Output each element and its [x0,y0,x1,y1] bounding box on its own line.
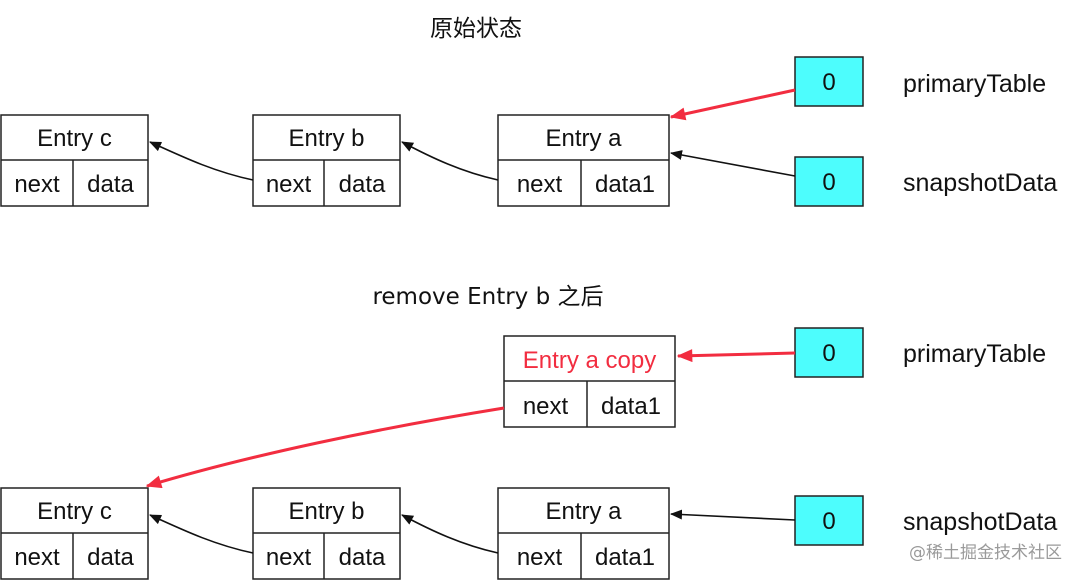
snapshot-data-label-original: snapshotData [903,169,1057,197]
entry-title: Entry b [288,125,364,152]
entry-title: Entry c [37,125,112,152]
pointer-value: 0 [822,340,835,367]
arrow-primary-to-entry-a-original [669,88,796,121]
primary-table-pointer-after: 0 [794,327,864,378]
entry-data-cell: data [339,171,386,198]
entry-next-cell: next [517,544,563,571]
entry-node-a-copy: Entry a copy next data1 [503,335,676,428]
entry-next-cell: next [523,393,569,420]
arrow-entry-a-copy-to-entry-c [145,406,505,489]
entry-node-a-original: Entry a next data1 [497,114,670,207]
entry-next-cell: next [517,171,563,198]
entry-title: Entry a [545,498,622,525]
entry-next-cell: next [266,544,312,571]
entry-title: Entry c [37,498,112,525]
entry-data-cell: data [87,171,134,198]
entry-data-cell: data1 [601,393,661,420]
entry-next-cell: next [266,171,312,198]
arrow-a-to-b-original [401,141,499,181]
arrow-a-to-b-after [401,514,499,554]
entry-data-cell: data1 [595,544,655,571]
primary-table-label-original: primaryTable [903,70,1046,98]
entry-node-b-after: Entry b next data [252,487,401,580]
entry-data-cell: data1 [595,171,655,198]
snapshot-data-pointer-after: 0 [794,495,864,546]
pointer-value: 0 [822,69,835,96]
entry-data-cell: data [87,544,134,571]
snapshot-data-label-after: snapshotData [903,508,1057,536]
entry-node-a-after: Entry a next data1 [497,487,670,580]
section-title-original: 原始状态 [430,16,522,42]
entry-data-cell: data [339,544,386,571]
primary-table-label-after: primaryTable [903,340,1046,368]
arrow-snapshot-to-entry-a-original [670,150,796,177]
entry-node-c-after: Entry c next data [0,487,149,580]
entry-next-cell: next [14,171,60,198]
pointer-value: 0 [822,169,835,196]
arrow-b-to-c-after [149,514,254,554]
arrow-primary-to-entry-a-copy [676,349,796,363]
entry-title: Entry a [545,125,622,152]
entry-next-cell: next [14,544,60,571]
entry-node-b-original: Entry b next data [252,114,401,207]
arrow-b-to-c-original [149,141,254,181]
pointer-value: 0 [822,508,835,535]
entry-title: Entry a copy [523,347,656,374]
section-title-after-remove: remove Entry b 之后 [372,284,603,310]
entry-node-c-original: Entry c next data [0,114,149,207]
entry-title: Entry b [288,498,364,525]
watermark-text: @稀土掘金技术社区 [909,543,1062,563]
primary-table-pointer-original: 0 [794,56,864,107]
snapshot-data-pointer-original: 0 [794,156,864,207]
arrow-snapshot-to-entry-a-after [670,509,796,521]
